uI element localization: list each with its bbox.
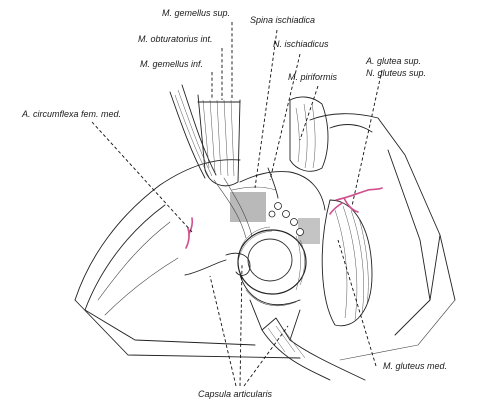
label-circumflexa: A. circumflexa fem. med. [21,109,121,119]
label-n-ischiadicus: N. ischiadicus [273,39,329,49]
label-gemellus-sup: M. gemellus sup. [162,8,230,18]
label-capsula-articularis: Capsula articularis [198,389,273,399]
surgical-field-drawing [74,84,456,381]
label-gluteus-med: M. gluteus med. [383,361,447,371]
label-obturatorius-int: M. obturatorius int. [138,34,213,44]
bone-shade-right [298,218,320,244]
labels: M. gemellus sup. Spina ischiadica M. obt… [21,8,447,399]
leader-lines [91,22,383,387]
bone-shade-left [230,192,266,222]
label-piriformis: M. piriformis [288,72,337,82]
label-spina-ischiadica: Spina ischiadica [250,15,315,25]
suture-beads [268,202,304,236]
label-glutea-sup: A. glutea sup. [365,56,421,66]
label-gemellus-inf: M. gemellus inf. [140,59,203,69]
circumflexa-vessel [185,227,190,249]
glutea-vessel [335,187,383,201]
label-n-gluteus-sup: N. gluteus sup. [366,68,426,78]
